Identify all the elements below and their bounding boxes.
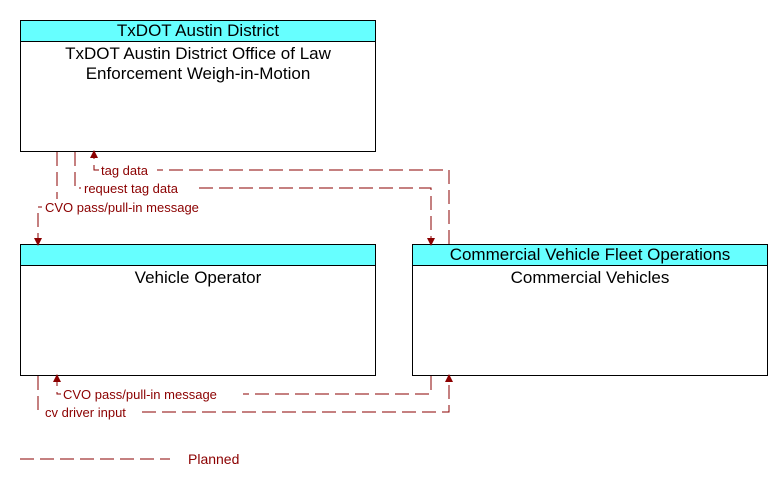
legend-planned-label: Planned — [188, 451, 239, 467]
txdot-weigh-in-motion-box[interactable]: TxDOT Austin District TxDOT Austin Distr… — [20, 20, 376, 152]
flow-line-cvo-pass-top — [34, 152, 58, 246]
commercial-vehicles-title: Commercial Vehicles — [510, 268, 670, 287]
vehicle-operator-body: Vehicle Operator — [21, 266, 375, 288]
flow-label-cvo-pass-top: CVO pass/pull-in message — [45, 200, 199, 215]
vehicle-operator-header — [21, 245, 375, 266]
commercial-vehicles-body: Commercial Vehicles — [413, 266, 767, 288]
txdot-weigh-title-line2: Enforcement Weigh-in-Motion — [85, 64, 311, 83]
txdot-weigh-header: TxDOT Austin District — [21, 21, 375, 42]
txdot-weigh-title-line1: TxDOT Austin District Office of Law — [65, 44, 331, 63]
flow-label-cv-driver-input: cv driver input — [45, 405, 126, 420]
flow-label-request-tag-data: request tag data — [84, 181, 179, 196]
flow-line-cv-driver-input — [37, 374, 453, 413]
vehicle-operator-box[interactable]: Vehicle Operator — [20, 244, 376, 376]
commercial-vehicles-box[interactable]: Commercial Vehicle Fleet Operations Comm… — [412, 244, 768, 376]
commercial-vehicles-header: Commercial Vehicle Fleet Operations — [413, 245, 767, 266]
flow-line-request-tag-data — [74, 152, 435, 246]
flow-label-cvo-pass-bottom: CVO pass/pull-in message — [63, 387, 217, 402]
flow-line-cvo-pass-bottom — [53, 374, 432, 395]
flow-line-tag-data — [90, 150, 450, 244]
txdot-weigh-body: TxDOT Austin District Office of Law Enfo… — [21, 42, 375, 84]
flow-label-tag-data: tag data — [101, 163, 149, 178]
vehicle-operator-title: Vehicle Operator — [134, 268, 262, 287]
